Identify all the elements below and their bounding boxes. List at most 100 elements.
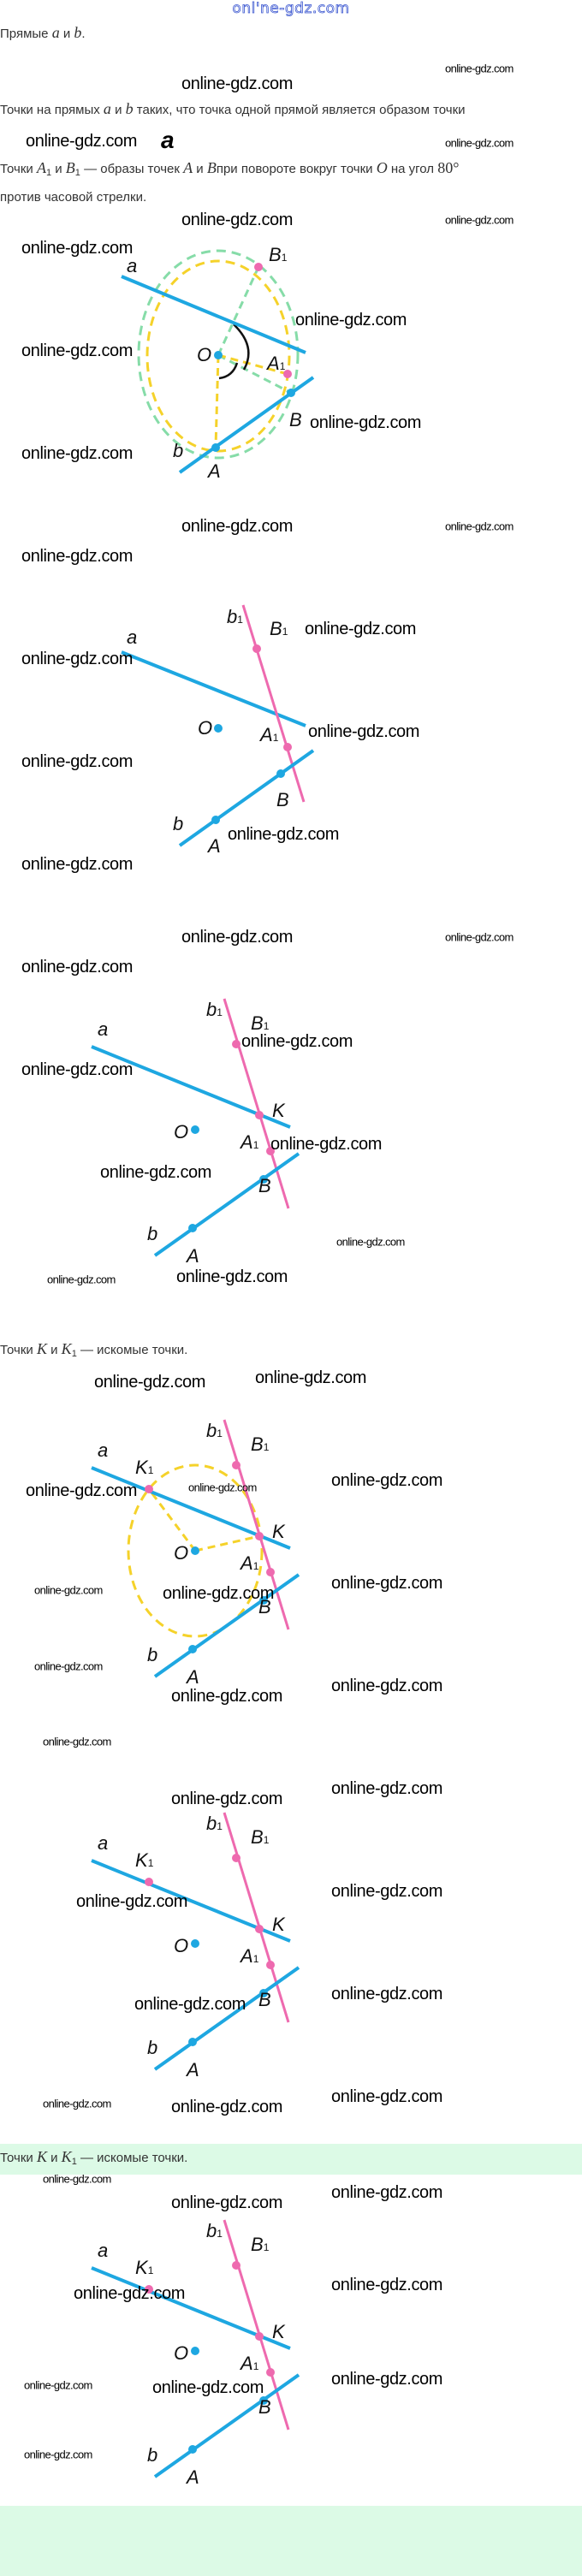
point-B1 [252, 644, 261, 653]
point-K1 [145, 2285, 153, 2294]
label-b1: b1 [206, 999, 223, 1020]
watermark: online-gdz.com [47, 1273, 116, 1286]
point-K1 [145, 1485, 153, 1493]
watermark: online-gdz.com [445, 136, 514, 150]
watermark: online-gdz.com [331, 2370, 443, 2389]
math-K: K [36, 1340, 47, 1357]
line-b [153, 1152, 300, 1257]
label-b: b [147, 1223, 157, 1244]
text: при повороте вокруг точки [216, 162, 377, 176]
watermark: online-gdz.com [331, 1779, 443, 1798]
watermark: online-gdz.com [21, 444, 134, 463]
watermark: online-gdz.com [445, 213, 514, 227]
watermark: online-gdz.com [76, 1892, 188, 1911]
watermark: online-gdz.com [171, 2193, 283, 2212]
math-K1: K [61, 2148, 72, 2165]
label-b: b [173, 813, 183, 834]
watermark: online-gdz.com [270, 1135, 383, 1154]
point-O [214, 724, 223, 733]
label-b1: b1 [206, 1420, 223, 1441]
watermark: online-gdz.com [255, 1368, 367, 1387]
watermark: online-gdz.com [43, 1735, 111, 1748]
watermark: online-gdz.com [171, 1687, 283, 1706]
math-A: A [183, 159, 193, 176]
label-a: a [98, 1018, 108, 1040]
math-A: A [36, 159, 46, 176]
line-b1 [223, 998, 290, 1209]
angle-arc-inner [218, 362, 239, 380]
watermark: online-gdz.com [152, 2378, 264, 2397]
text: на угол [387, 162, 438, 176]
point-O [191, 2347, 199, 2355]
point-O [191, 1125, 199, 1134]
label-B1: B1 [251, 2234, 270, 2255]
point-A [188, 2445, 197, 2454]
watermark: online-gdz.com [331, 1471, 443, 1490]
line-a [121, 275, 306, 354]
point-A1 [283, 743, 292, 751]
label-B1: B1 [251, 1433, 270, 1455]
label-a: a [98, 1439, 108, 1461]
watermark: online-gdz.com [43, 2097, 111, 2110]
watermark: online-gdz.com [43, 2172, 111, 2186]
label-B: B [258, 1596, 271, 1617]
point-B [259, 1175, 268, 1184]
label-B1: B1 [251, 1012, 270, 1034]
point-A1 [266, 2368, 275, 2377]
line-a [121, 650, 306, 727]
label-B: B [289, 409, 302, 430]
point-B1 [232, 1461, 241, 1469]
label-O: O [174, 1935, 188, 1956]
label-b: b [147, 2444, 157, 2466]
segment-OK1 [147, 1488, 197, 1552]
label-B: B [258, 1989, 271, 2010]
line-b1 [223, 1812, 290, 2023]
watermark: online-gdz.com [445, 62, 514, 75]
label-A: A [185, 2059, 199, 2080]
green-circle [137, 249, 300, 460]
point-A1 [283, 370, 292, 378]
watermark: online-gdz.com [331, 2087, 443, 2106]
text: Прямые [0, 27, 52, 41]
label-A1: A1 [239, 1945, 259, 1967]
label-A1: A1 [239, 2353, 259, 2374]
point-A1 [266, 1568, 275, 1576]
point-B [287, 389, 295, 397]
math-B: B [65, 159, 75, 176]
site-logo: onl'ne-gdz.com [232, 0, 350, 17]
watermark: online-gdz.com [24, 2448, 92, 2461]
text: Точки [0, 1343, 37, 1357]
math-angle: 80° [437, 159, 460, 176]
watermark: online-gdz.com [331, 1574, 443, 1593]
watermark: online-gdz.com [331, 2276, 443, 2294]
point-A1 [266, 1961, 275, 1969]
label-A1: A1 [239, 1131, 259, 1153]
point-A1 [266, 1147, 275, 1155]
subscript: 1 [74, 168, 80, 178]
point-O [191, 1939, 199, 1948]
watermark: online-gdz.com [24, 2378, 92, 2392]
label-A: A [206, 460, 221, 482]
segment-OA [214, 354, 220, 448]
label-a: a [127, 626, 137, 648]
point-B1 [232, 2261, 241, 2270]
text: Точки [0, 2151, 37, 2165]
point-O [191, 1546, 199, 1555]
label-A1: A1 [265, 353, 286, 374]
label-O: O [174, 1542, 188, 1564]
point-A [188, 2038, 197, 2046]
math-O: O [376, 159, 388, 176]
subscript: 1 [71, 1349, 77, 1359]
point-B [276, 769, 285, 778]
text: против часовой стрелки. [0, 190, 147, 205]
label-K: K [272, 1100, 286, 1121]
segment-OB [217, 353, 292, 395]
point-K [255, 1111, 264, 1119]
text: — искомые точки. [76, 1343, 188, 1357]
watermark: online-gdz.com [74, 2284, 186, 2303]
label-B: B [258, 1175, 271, 1196]
math-B: B [206, 159, 217, 176]
watermark: online-gdz.com [21, 341, 134, 360]
